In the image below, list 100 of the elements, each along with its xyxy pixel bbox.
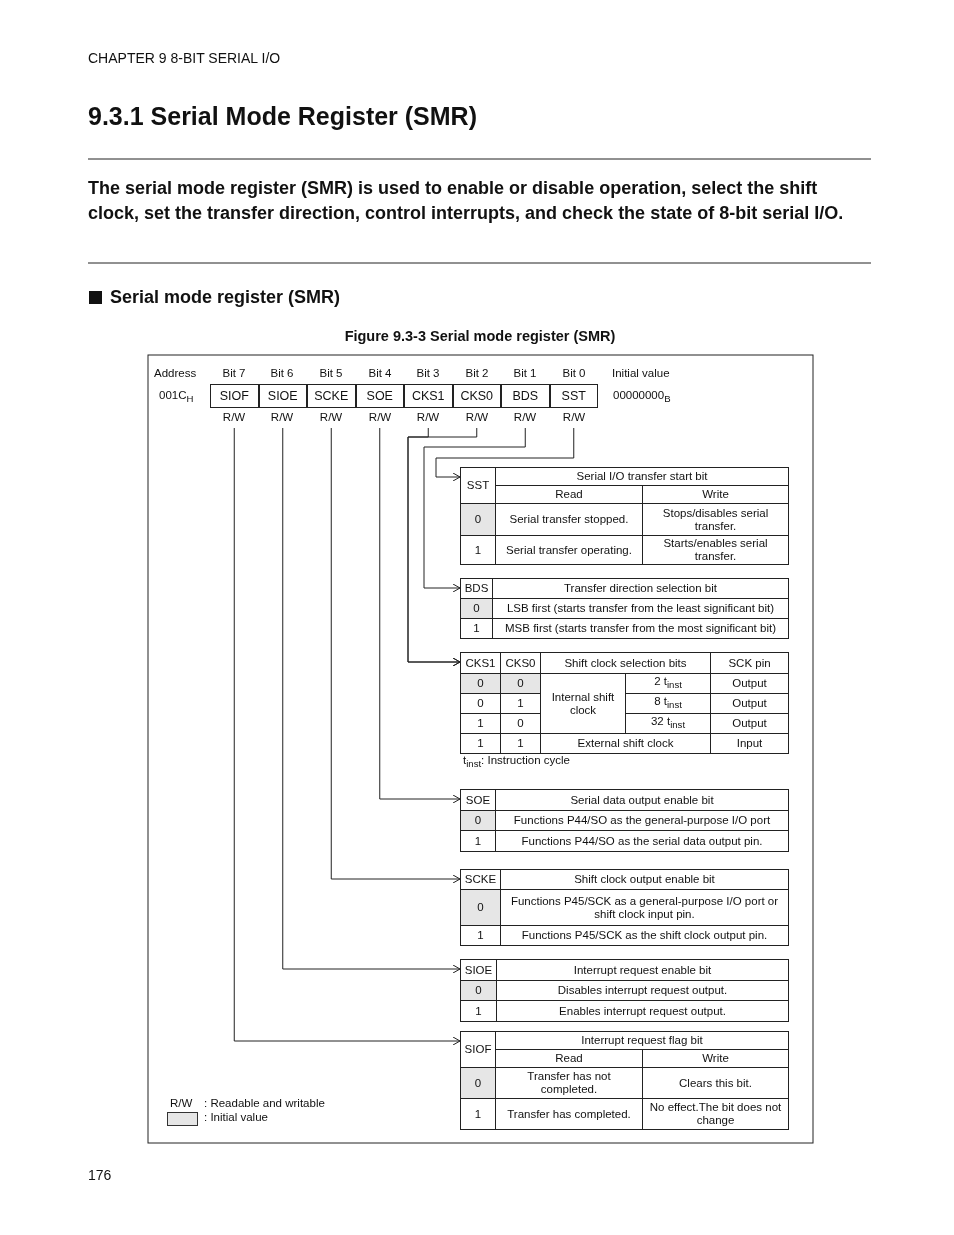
leader-arrow <box>407 427 478 667</box>
access-label: R/W <box>465 411 489 423</box>
leader-arrow <box>379 427 461 804</box>
value-cell: 1 <box>460 733 501 754</box>
value-cell: Enables interrupt request output. <box>496 1000 789 1022</box>
access-label: R/W <box>513 411 537 423</box>
value-cell: Input <box>710 733 789 754</box>
bit-number: Bit 7 <box>222 367 246 379</box>
header-cell: Interrupt request flag bit <box>495 1031 789 1050</box>
value-cell: 1 <box>460 713 501 734</box>
value-cell: 0 <box>460 673 501 694</box>
value-cell: Output <box>710 713 789 734</box>
header-cell: Interrupt request enable bit <box>496 959 789 981</box>
value-cell: 1 <box>460 1098 496 1130</box>
value-cell: Write <box>642 1049 789 1068</box>
value-cell: Write <box>642 485 789 504</box>
register-bit-field: SIOE <box>258 384 307 408</box>
register-bit-field: CKS1 <box>404 384 453 408</box>
value-cell: 2 t$_{inst}$ <box>625 673 711 694</box>
bit-number: Bit 2 <box>465 367 489 379</box>
value-cell: 0 <box>460 980 497 1001</box>
header-cell: Shift clock selection bits <box>540 652 711 674</box>
bit-description-table <box>460 1031 789 1130</box>
value-cell: Disables interrupt request output. <box>496 980 789 1001</box>
figure-caption: Figure 9.3-3 Serial mode register (SMR) <box>344 328 616 344</box>
initial-value: 00000000$_{B}$ <box>613 389 671 405</box>
legend-key: R/W <box>170 1097 193 1109</box>
leader-arrow <box>282 427 461 974</box>
value-cell: Functions P45/SCK as the shift clock output pin. <box>500 925 789 946</box>
bit-description-table <box>460 578 789 639</box>
column-header: Address <box>154 367 197 379</box>
value-cell: 0 <box>460 503 496 536</box>
value-cell: Output <box>710 673 789 694</box>
header-cell: SIOE <box>460 959 497 981</box>
value-cell: Functions P45/SCK as a general-purpose I/O port or shift clock input pin. <box>500 889 789 926</box>
bit-description-table <box>460 652 789 754</box>
column-header: Initial value <box>612 367 670 379</box>
value-cell: MSB first (starts transfer from the most significant bit) <box>492 618 789 639</box>
bit-description-table <box>460 789 789 852</box>
register-bit-field: SST <box>549 384 598 408</box>
value-cell: Stops/disables serial transfer. <box>642 503 789 536</box>
header-cell: SIOF <box>460 1031 496 1068</box>
leader-arrow <box>233 427 461 1046</box>
value-cell: 0 <box>460 810 496 831</box>
value-cell: Read <box>495 485 643 504</box>
value-cell: 0 <box>460 889 501 926</box>
value-cell: 1 <box>500 733 541 754</box>
header-cell: SCKE <box>460 869 501 890</box>
chapter-header: CHAPTER 9 8-BIT SERIAL I/O <box>88 50 281 66</box>
access-label: R/W <box>222 411 246 423</box>
value-cell: No effect.The bit does not change <box>642 1098 789 1130</box>
header-cell: Shift clock output enable bit <box>500 869 789 890</box>
value-cell: 1 <box>460 1000 497 1022</box>
intro-paragraph: The serial mode register (SMR) is used to enable or disable operation, select the shift clock, set the transfer direction, control interrupts, and check the state of 8-bit serial I/O. <box>88 177 845 225</box>
header-cell: SOE <box>460 789 496 811</box>
value-cell: Functions P44/SO as the serial data output pin. <box>495 830 789 852</box>
register-bit-field: SCKE <box>307 384 356 408</box>
value-cell: 0 <box>460 693 501 714</box>
value-cell: 1 <box>460 925 501 946</box>
access-label: R/W <box>416 411 440 423</box>
header-cell: CKS1 <box>460 652 501 674</box>
value-cell: Functions P44/SO as the general-purpose I/O port <box>495 810 789 831</box>
bit-description-table <box>460 959 789 1022</box>
value-cell: 0 <box>460 1067 496 1099</box>
value-cell: 1 <box>460 830 496 852</box>
section-heading: Serial mode register (SMR) <box>110 287 341 308</box>
value-cell: Transfer has not completed. <box>495 1067 643 1099</box>
bit-description-table <box>460 467 789 565</box>
value-cell: 1 <box>460 535 496 565</box>
value-cell: 8 t$_{inst}$ <box>625 693 711 714</box>
value-cell: 32 t$_{inst}$ <box>625 713 711 734</box>
register-bit-field: BDS <box>501 384 550 408</box>
leader-arrow <box>423 427 526 593</box>
header-cell: Transfer direction selection bit <box>492 578 789 599</box>
bit-description-table <box>460 869 789 946</box>
access-label: R/W <box>270 411 294 423</box>
value-cell: Clears this bit. <box>642 1067 789 1099</box>
value-cell: Serial transfer stopped. <box>495 503 643 536</box>
value-cell: Output <box>710 693 789 714</box>
bit-number: Bit 5 <box>319 367 343 379</box>
value-cell: Read <box>495 1049 643 1068</box>
register-bit-field: SOE <box>355 384 404 408</box>
page-number: 176 <box>88 1167 112 1183</box>
header-cell: CKS0 <box>500 652 541 674</box>
register-address: 001C$_{H}$ <box>159 389 194 405</box>
value-cell: Internal shift clock <box>540 673 626 734</box>
access-label: R/W <box>319 411 343 423</box>
leader-arrow <box>435 427 575 482</box>
value-cell: LSB first (starts transfer from the least significant bit) <box>492 598 789 619</box>
bit-number: Bit 6 <box>270 367 294 379</box>
header-cell: Serial I/O transfer start bit <box>495 467 789 486</box>
header-cell: SCK pin <box>710 652 789 674</box>
access-label: R/W <box>368 411 392 423</box>
leader-arrow <box>330 427 461 884</box>
access-label: R/W <box>562 411 586 423</box>
header-cell: SST <box>460 467 496 504</box>
value-cell: Transfer has completed. <box>495 1098 643 1130</box>
bit-number: Bit 0 <box>562 367 586 379</box>
register-bit-field: SIOF <box>210 384 259 408</box>
legend-text: : Initial value <box>204 1111 268 1123</box>
